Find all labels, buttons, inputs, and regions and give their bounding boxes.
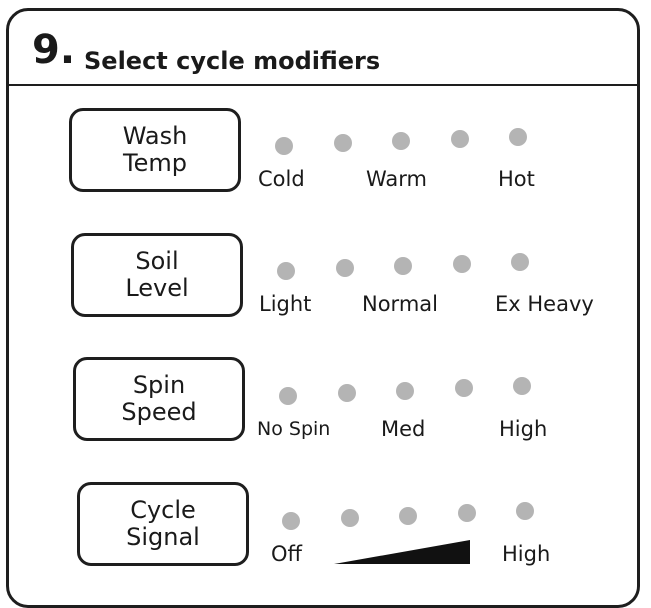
soil-level-label-line2: Level <box>125 274 189 302</box>
cycle-signal-indicator-2 <box>341 509 359 527</box>
soil-level-indicator-2 <box>336 259 354 277</box>
spin-speed-indicator-5 <box>513 377 531 395</box>
cycle-signal-label-line1: Cycle <box>130 496 196 524</box>
wash-temp-indicator-5 <box>509 128 527 146</box>
page-title: Select cycle modifiers <box>84 47 381 75</box>
soil-level-indicator-5 <box>511 253 529 271</box>
wash-temp-indicator-4 <box>451 130 469 148</box>
volume-ramp-icon <box>334 540 470 564</box>
soil-level-option-normal: Normal <box>362 292 438 316</box>
wash-temp-option-hot: Hot <box>498 167 535 191</box>
spin-speed-option-med: Med <box>381 417 426 441</box>
soil-level-indicator-1 <box>277 262 295 280</box>
soil-level-option-light: Light <box>259 292 312 316</box>
spin-speed-indicator-1 <box>279 387 297 405</box>
wash-temp-button[interactable]: Wash Temp <box>69 108 241 192</box>
cycle-signal-indicator-5 <box>516 502 534 520</box>
wash-temp-indicator-3 <box>392 132 410 150</box>
cycle-signal-indicator-3 <box>399 507 417 525</box>
spin-speed-indicator-4 <box>455 379 473 397</box>
cycle-signal-option-high: High <box>502 542 551 566</box>
wash-temp-indicator-2 <box>334 134 352 152</box>
spin-speed-label-line2: Speed <box>121 398 197 426</box>
spin-speed-label-line1: Spin <box>132 371 186 399</box>
spin-speed-button[interactable]: Spin Speed <box>73 357 245 441</box>
step-header: 9. Select cycle modifiers <box>6 8 640 86</box>
cycle-signal-indicator-4 <box>458 504 476 522</box>
soil-level-option-ex-heavy: Ex Heavy <box>495 292 594 316</box>
spin-speed-option-high: High <box>499 417 548 441</box>
cycle-signal-indicator-1 <box>282 512 300 530</box>
spin-speed-indicator-3 <box>396 382 414 400</box>
cycle-signal-label-line2: Signal <box>126 523 200 551</box>
spin-speed-indicator-2 <box>338 384 356 402</box>
wash-temp-option-cold: Cold <box>258 167 305 191</box>
spin-speed-option-no-spin: No Spin <box>257 418 331 440</box>
soil-level-button[interactable]: Soil Level <box>71 233 243 317</box>
wash-temp-indicator-1 <box>275 137 293 155</box>
cycle-signal-button[interactable]: Cycle Signal <box>77 482 249 566</box>
step-number: 9. <box>32 27 76 73</box>
soil-level-indicator-4 <box>453 255 471 273</box>
wash-temp-label-line1: Wash <box>122 122 188 150</box>
soil-level-indicator-3 <box>394 257 412 275</box>
soil-level-label-line1: Soil <box>135 247 179 275</box>
cycle-signal-option-off: Off <box>271 542 302 566</box>
wash-temp-option-warm: Warm <box>366 167 428 191</box>
wash-temp-label-line2: Temp <box>123 149 187 177</box>
